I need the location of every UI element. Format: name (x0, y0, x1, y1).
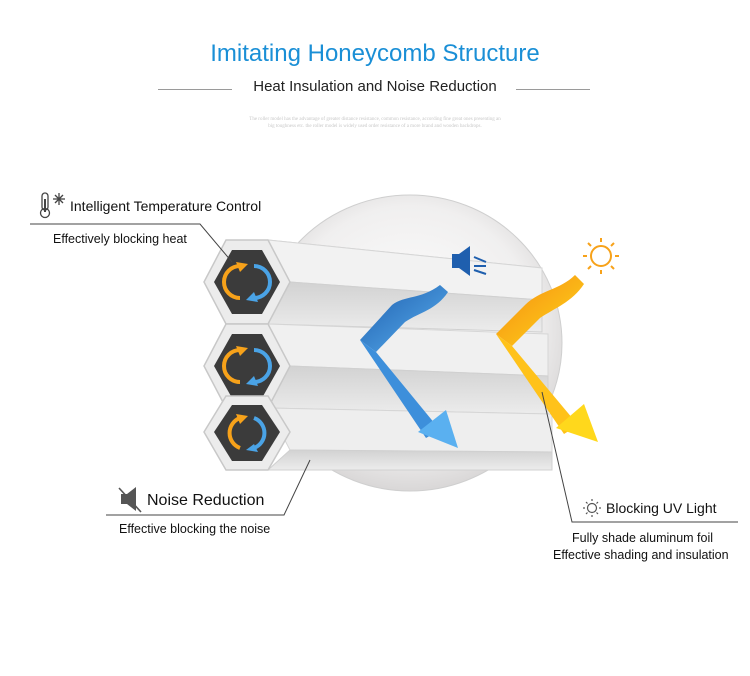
fine-print: The roller model has the advantage of gr… (160, 116, 590, 130)
honeycomb-cell-1 (203, 239, 291, 325)
honeycomb-cell-2 (203, 323, 291, 409)
heat-cycle-arrow-orange (222, 264, 241, 300)
sun-outline-icon (583, 499, 601, 517)
subtitle-rule-left (158, 89, 232, 90)
temperature-leader (30, 223, 233, 263)
noise-arrow (360, 285, 458, 448)
fine-print-line-1: The roller model has the advantage of gr… (249, 117, 501, 122)
noise-title: Noise Reduction (147, 492, 265, 509)
page-title: Imitating Honeycomb Structure (210, 40, 540, 67)
honeycomb-cell-3 (203, 395, 291, 471)
uv-description-1: Fully shade aluminum foil (572, 531, 714, 545)
heat-cycle-arrow-blue (253, 264, 272, 300)
noise-leader (106, 459, 311, 516)
page-subtitle: Heat Insulation and Noise Reduction (253, 78, 497, 95)
subtitle-rule-right (516, 89, 590, 90)
tube-3-face (267, 407, 553, 453)
tube-3-bottom (266, 449, 553, 471)
uv-title: Blocking UV Light (606, 500, 717, 516)
noise-description: Effective blocking the noise (119, 522, 271, 536)
speaker-muted-icon (118, 487, 142, 513)
uv-description-2: Effective shading and insulation (553, 548, 729, 562)
temperature-description: Effectively blocking heat (53, 232, 187, 246)
leader-lines (30, 223, 738, 523)
temperature-title: Intelligent Temperature Control (70, 198, 262, 214)
uv-leader (541, 391, 738, 523)
uv-arrow (496, 275, 598, 442)
fine-print-line-2: big toughness etc. the roller model is w… (268, 124, 482, 129)
thermometer-snowflake-icon (39, 192, 65, 219)
sun-icon (583, 238, 619, 274)
speaker-icon (452, 246, 487, 276)
